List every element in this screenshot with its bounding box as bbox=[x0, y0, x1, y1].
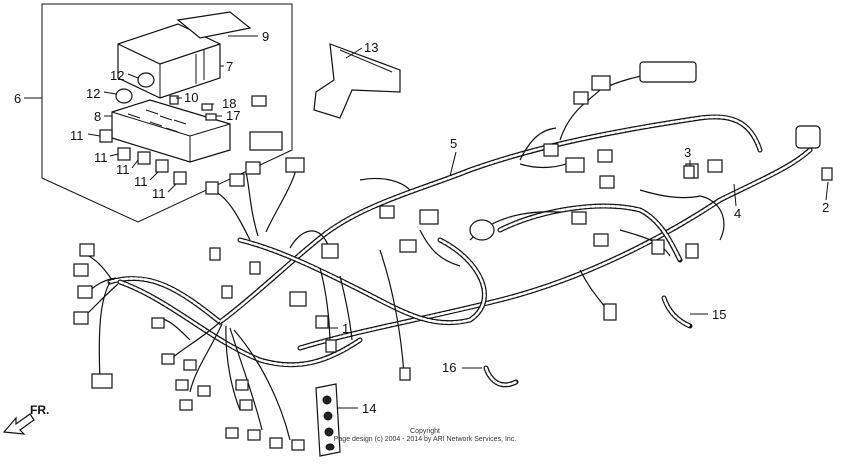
copyright-notice: Copyright Page design (c) 2004 - 2014 by… bbox=[330, 428, 520, 444]
front-direction-arrow: FR. bbox=[2, 403, 49, 435]
fuse-17[interactable] bbox=[205, 113, 217, 121]
callout-11c: 11 bbox=[116, 162, 130, 177]
short-harness-15[interactable] bbox=[661, 295, 693, 329]
callout-7: 7 bbox=[226, 59, 233, 74]
copyright-text: Page design (c) 2004 - 2014 by ARI Netwo… bbox=[333, 436, 517, 443]
callout-11a: 11 bbox=[70, 128, 84, 143]
callout-10: 10 bbox=[184, 90, 198, 105]
clip-10[interactable] bbox=[169, 95, 179, 105]
connector-inset[interactable] bbox=[251, 95, 267, 107]
relay-3[interactable] bbox=[137, 151, 151, 165]
callout-18: 18 bbox=[222, 96, 236, 111]
grommet-plate[interactable] bbox=[315, 383, 341, 457]
relay-2[interactable] bbox=[117, 147, 131, 161]
callout-5: 5 bbox=[450, 136, 457, 151]
connector-group[interactable] bbox=[73, 61, 833, 451]
relay-5[interactable] bbox=[173, 171, 187, 185]
callout-11d: 11 bbox=[134, 174, 148, 189]
callout-15: 15 bbox=[712, 307, 726, 322]
fuse-label[interactable] bbox=[176, 11, 252, 39]
callout-4: 4 bbox=[734, 206, 741, 221]
callout-12a: 12 bbox=[110, 68, 124, 83]
copyright-title: Copyright bbox=[410, 428, 440, 435]
sub-harness[interactable] bbox=[297, 147, 813, 351]
cap-2[interactable] bbox=[115, 88, 133, 104]
cap-1[interactable] bbox=[137, 72, 155, 88]
callout-12b: 12 bbox=[86, 86, 100, 101]
callout-16: 16 bbox=[442, 360, 456, 375]
bracket[interactable] bbox=[313, 43, 401, 119]
clip-3[interactable] bbox=[683, 165, 695, 179]
callout-11b: 11 bbox=[94, 150, 108, 165]
callout-17: 17 bbox=[226, 108, 240, 123]
connector-block[interactable] bbox=[249, 131, 283, 151]
leader-lines bbox=[24, 35, 829, 409]
callout-14: 14 bbox=[362, 401, 376, 416]
callout-13: 13 bbox=[364, 40, 378, 55]
callout-3: 3 bbox=[684, 145, 691, 160]
fuse-18[interactable] bbox=[201, 103, 213, 111]
callout-9: 9 bbox=[262, 29, 269, 44]
callout-1: 1 bbox=[342, 321, 349, 336]
callout-11e: 11 bbox=[152, 186, 166, 201]
callout-8: 8 bbox=[94, 109, 101, 124]
relay-1[interactable] bbox=[99, 129, 113, 143]
callout-2: 2 bbox=[822, 200, 829, 215]
front-label: FR. bbox=[30, 403, 49, 417]
callout-6: 6 bbox=[14, 91, 21, 106]
relay-4[interactable] bbox=[155, 159, 169, 173]
